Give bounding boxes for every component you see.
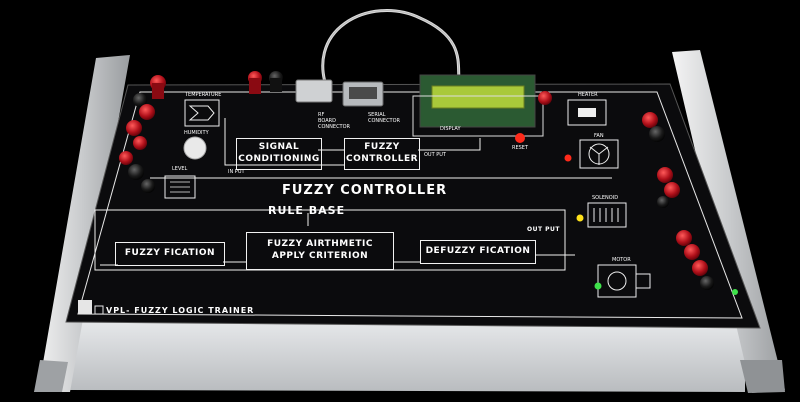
motor-led xyxy=(594,282,602,290)
temperature-box xyxy=(184,99,220,127)
chassis-front xyxy=(70,318,745,392)
level-label: LEVEL xyxy=(172,166,188,172)
solenoid-label: SOLENOID xyxy=(592,195,619,201)
solenoid-led xyxy=(576,214,584,222)
output-label: OUT PUT xyxy=(527,226,561,233)
heater-box xyxy=(567,99,607,126)
fuzzy-arithmetic-line-1: FUZZY AIRTHMETIC xyxy=(267,239,373,250)
rf-board-label: RF BOARD CONNECTOR xyxy=(318,112,351,130)
level-box xyxy=(164,175,196,199)
out-put-small-label: OUT PUT xyxy=(424,152,446,158)
lcd-screen xyxy=(431,85,525,109)
fuzzy-fication-label: FUZZY FICATION xyxy=(124,248,216,259)
power-led xyxy=(732,289,738,295)
reset-label: RESET xyxy=(512,145,529,151)
rf-connector xyxy=(295,79,333,103)
reset-button xyxy=(515,133,525,143)
in-put-label: IN PUT xyxy=(228,169,245,175)
fan-led xyxy=(564,154,572,162)
vpl-logo xyxy=(78,300,92,314)
left-rail xyxy=(34,55,130,392)
fuzzy-fication-block: FUZZY FICATION xyxy=(115,242,225,266)
fuzzy-arithmetic-line-2: APPLY CRITERION xyxy=(271,251,369,261)
left-terminals xyxy=(119,71,283,193)
signal-conditioning-line-2: CONDITIONING xyxy=(238,154,320,164)
humidity-label: HUMIDITY xyxy=(184,130,209,136)
temperature-label: TEMPERATURE xyxy=(185,92,222,98)
fuzzy-controller-line-1: FUZZY xyxy=(364,142,400,153)
section-title: FUZZY CONTROLLER xyxy=(282,183,448,198)
solenoid-box xyxy=(587,202,627,228)
rule-base-label: RULE BASE xyxy=(268,204,346,217)
defuzzy-fication-block: DEFUZZY FICATION xyxy=(420,240,536,264)
fan-box xyxy=(579,139,619,169)
display-label: DISPLAY xyxy=(440,126,461,132)
motor-label: MOTOR xyxy=(612,257,631,263)
serial-connector-label: SERIAL CONNECTOR xyxy=(368,112,401,124)
fan-label: FAN xyxy=(594,133,604,139)
brand-title: VPL- FUZZY LOGIC TRAINER xyxy=(106,306,255,315)
right-rail xyxy=(672,50,785,393)
fuzzy-controller-line-2: CONTROLLER xyxy=(345,154,419,164)
right-terminals xyxy=(538,91,714,290)
defuzzy-fication-label: DEFUZZY FICATION xyxy=(425,246,531,257)
signal-conditioning-line-1: SIGNAL xyxy=(258,142,300,153)
humidity-sensor xyxy=(183,136,207,160)
heater-label: HEATER xyxy=(578,92,598,98)
